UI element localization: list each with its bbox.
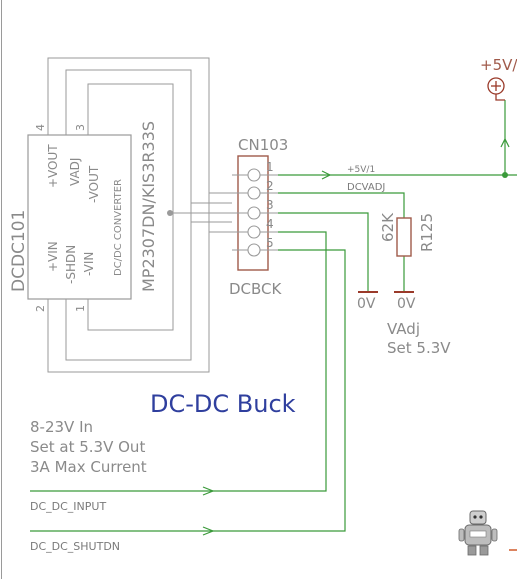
ground-symbol-2: 0V: [394, 291, 416, 312]
resistor-body: [396, 217, 412, 257]
connector-pin-number-5: 5: [266, 236, 274, 250]
pin-label-vout-p: +VOUT: [46, 144, 60, 188]
note-vadj: VAdj: [387, 320, 420, 338]
module-desc-label: DC/DC CONVERTER: [113, 179, 124, 276]
frame-tap-4: [208, 231, 232, 250]
pin-label-vadj: VADJ: [68, 158, 82, 186]
section-title: DC-DC Buck: [150, 390, 296, 418]
note-line-3: 3A Max Current: [30, 458, 147, 476]
signal-input-label: DC_DC_INPUT: [30, 500, 106, 513]
robot-leg-left: [467, 545, 477, 556]
power-symbol-5v: +5V/: [480, 56, 517, 101]
pin-number-3: 3: [74, 124, 87, 131]
pin-number-4: 4: [34, 124, 47, 131]
dcdc-module[interactable]: DCDC101 MP2307DN/KIS3R33S DC/DC CONVERTE…: [9, 57, 232, 373]
connector-pin-number-1: 1: [266, 160, 274, 174]
robot-head: [469, 510, 487, 525]
signal-shutdn[interactable]: DC_DC_SHUTDN: [30, 526, 215, 553]
nets: +5V/1 DCVADJ: [30, 100, 517, 532]
net-input-wire[interactable]: [30, 231, 327, 492]
robot-arm-left: [458, 528, 465, 542]
note-line-2: Set at 5.3V Out: [30, 438, 145, 456]
module-ref-label: DCDC101: [9, 210, 29, 292]
ground-label-2: 0V: [397, 296, 416, 312]
net-dcvadj-wire[interactable]: [278, 192, 405, 218]
net-5v-arrow: [321, 170, 332, 180]
power-stub: [495, 94, 505, 101]
robot-leg-right: [479, 545, 489, 556]
signal-shutdn-arrow: [202, 526, 215, 536]
robot-mascot-icon: [458, 510, 498, 556]
connector-pin-4: [247, 225, 261, 239]
connector-pin-1: [247, 168, 261, 182]
connector-pin-5: [247, 243, 261, 257]
module-part-label: MP2307DN/KIS3R33S: [139, 121, 158, 292]
net-gnd-wire[interactable]: [278, 212, 369, 292]
signal-input-arrow: [202, 486, 215, 496]
pin-label-shdn: -SHDN: [64, 245, 78, 284]
ground-symbol-1: 0V: [357, 291, 378, 312]
pin-number-1: 1: [74, 305, 87, 312]
connector-pin-3: [247, 206, 261, 220]
frame-tap-3: [190, 221, 232, 232]
note-line-1: 8-23V In: [30, 418, 93, 436]
robot-eye-right: [479, 515, 483, 519]
net-shutdn-wire[interactable]: [30, 249, 346, 532]
resistor-r125[interactable]: 62K R125: [379, 212, 436, 257]
robot-eye-left: [473, 515, 477, 519]
robot-chest-plate: [469, 530, 487, 538]
connector-cn103[interactable]: CN103 1 2 3 4 5 DCBCK: [229, 136, 288, 298]
note-set: Set 5.3V: [387, 339, 451, 357]
resistor-ref-label: R125: [418, 213, 436, 252]
junction-dot-module: [167, 210, 173, 216]
net-5v-up-arrow: [500, 137, 510, 148]
connector-pin-number-2: 2: [266, 179, 274, 193]
converter-body: [27, 134, 132, 300]
frame-tap-1: [208, 175, 232, 194]
connector-pin-number-3: 3: [266, 198, 274, 212]
signal-shutdn-label: DC_DC_SHUTDN: [30, 540, 120, 553]
ground-label-1: 0V: [357, 296, 376, 312]
pin-label-vout-n: -VOUT: [87, 165, 101, 203]
connector-pin-number-4: 4: [266, 217, 274, 231]
pin-label-vin-n: -VIN: [82, 252, 96, 276]
net-5v-label: +5V/1: [347, 165, 375, 175]
pin-number-2: 2: [34, 305, 47, 312]
connector-ref-label: CN103: [238, 136, 288, 154]
connector-value-label: DCBCK: [229, 280, 283, 298]
net-dcvadj-label: DCVADJ: [347, 182, 385, 193]
pin-label-vin-p: +VIN: [46, 241, 60, 272]
frame-tap-2: [190, 193, 232, 204]
power-label: +5V/: [480, 56, 517, 74]
robot-arm-right: [491, 528, 498, 542]
connector-pin-2: [247, 186, 261, 200]
resistor-value-label: 62K: [379, 212, 397, 242]
signal-input[interactable]: DC_DC_INPUT: [30, 486, 215, 513]
